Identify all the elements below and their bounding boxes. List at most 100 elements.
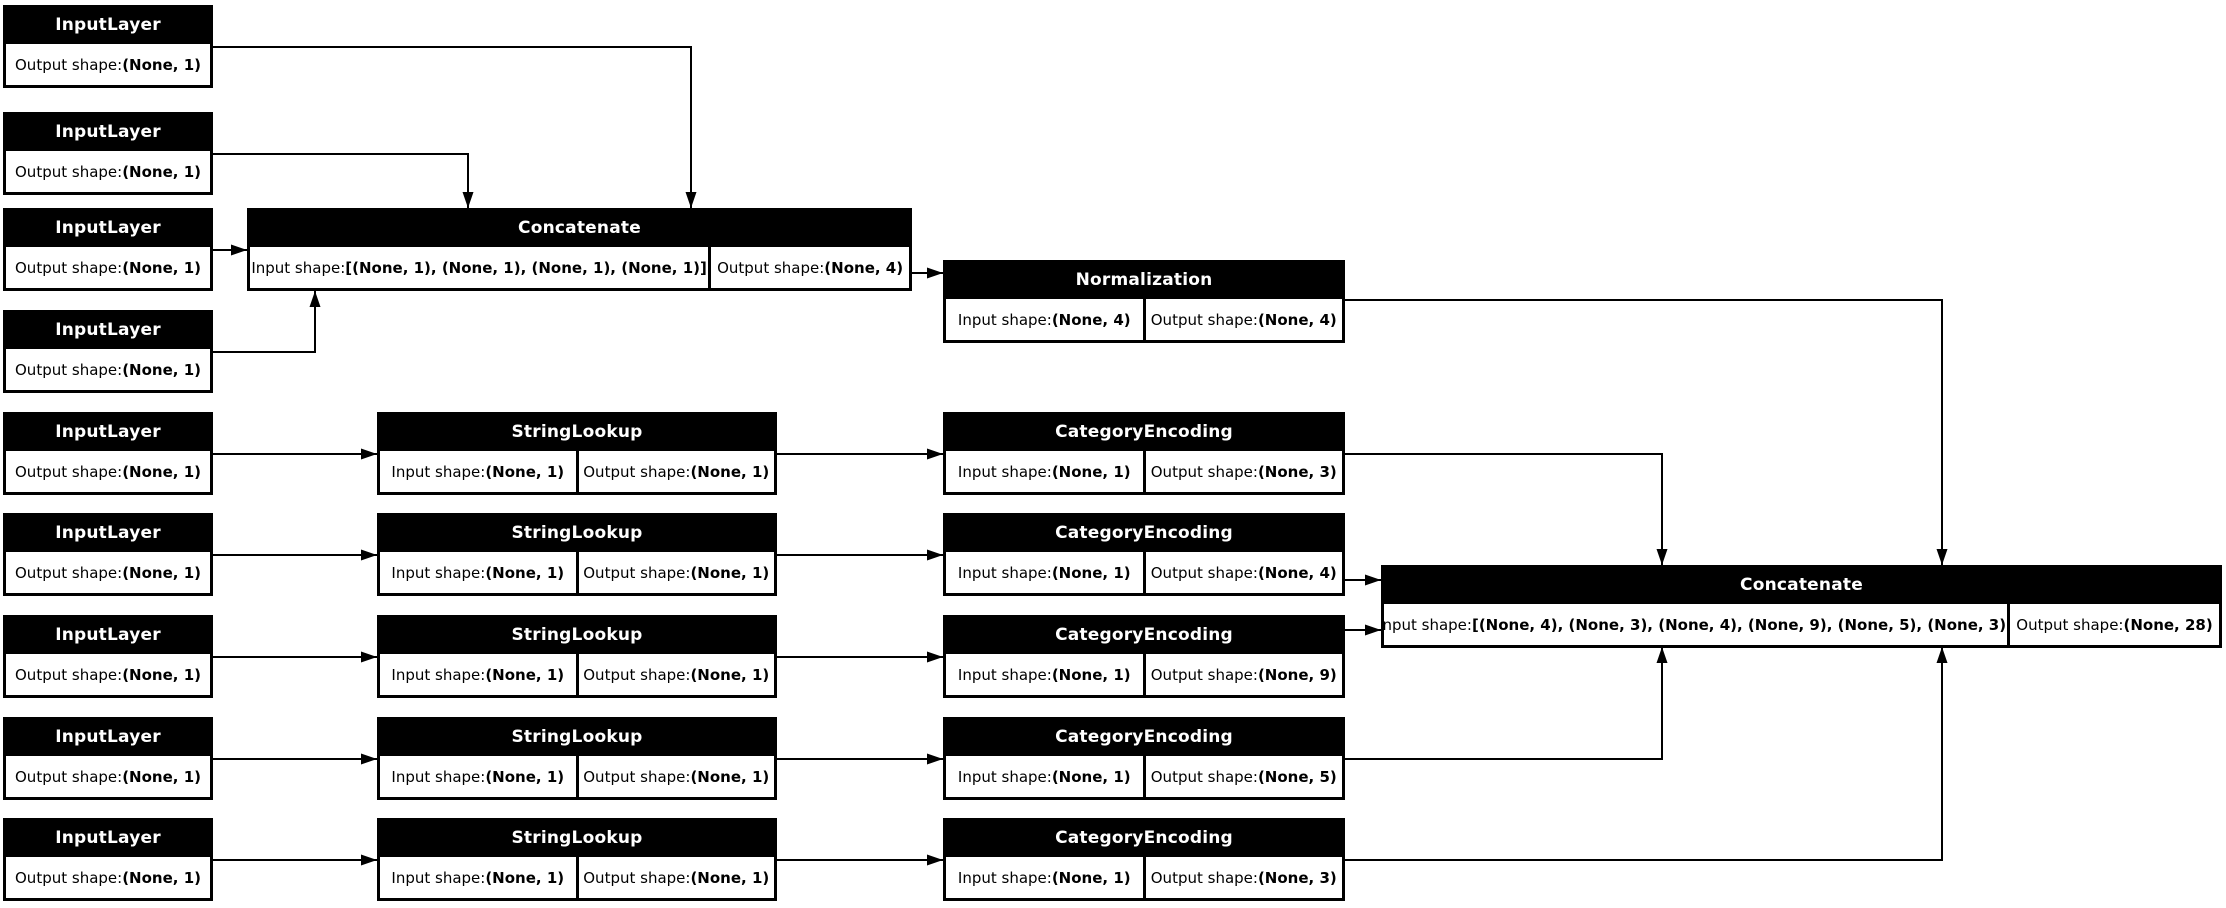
node-title: InputLayer (55, 726, 161, 747)
node-input-2: InputLayer Output shape: (None, 1) (3, 112, 213, 195)
node-encode-4: CategoryEncoding Input shape: (None, 1)O… (943, 717, 1345, 800)
cell-label: Input shape: (251, 258, 346, 277)
cell-label: Input shape: (1384, 615, 1472, 634)
shape-cell: Input shape: (None, 1) (946, 552, 1143, 593)
node-input-8: InputLayer Output shape: (None, 1) (3, 717, 213, 800)
edge-input1-concat1 (213, 46, 697, 208)
cell-value: (None, 1) (1051, 868, 1131, 887)
cell-value: (None, 1) (122, 258, 201, 277)
cell-value: (None, 1) (690, 462, 770, 481)
node-input-7: InputLayer Output shape: (None, 1) (3, 615, 213, 698)
node-title: InputLayer (55, 217, 161, 238)
shape-cell: Output shape: (None, 1) (6, 247, 210, 288)
shape-cell: Output shape: (None, 1) (6, 451, 210, 492)
cell-label: Output shape: (15, 563, 123, 582)
cell-value: (None, 1) (122, 360, 201, 379)
node-cells: Input shape: (None, 1)Output shape: (Non… (946, 552, 1342, 593)
node-input-5: InputLayer Output shape: (None, 1) (3, 412, 213, 495)
cell-value: (None, 9) (1257, 665, 1337, 684)
cell-label: Output shape: (15, 665, 123, 684)
shape-cell: Output shape: (None, 1) (6, 349, 210, 390)
shape-cell: Output shape: (None, 1) (578, 654, 774, 695)
cell-label: Output shape: (15, 55, 123, 74)
cell-label: Output shape: (583, 462, 691, 481)
node-title: InputLayer (55, 319, 161, 340)
node-title: Normalization (1075, 269, 1213, 290)
node-cells: Output shape: (None, 1) (6, 151, 210, 192)
cell-value: (None, 3) (1257, 462, 1337, 481)
cell-label: Output shape: (1150, 665, 1258, 684)
node-input-3: InputLayer Output shape: (None, 1) (3, 208, 213, 291)
cell-label: Output shape: (717, 258, 825, 277)
shape-cell: Output shape: (None, 1) (578, 552, 774, 593)
shape-cell: Output shape: (None, 1) (578, 451, 774, 492)
node-cells: Input shape: (None, 1)Output shape: (Non… (946, 451, 1342, 492)
cell-value: (None, 1) (690, 868, 770, 887)
cell-label: Output shape: (1150, 868, 1258, 887)
node-title: InputLayer (55, 121, 161, 142)
edge-norm1-concat2 (1345, 299, 1948, 565)
cell-label: Output shape: (583, 868, 691, 887)
node-encode-1: CategoryEncoding Input shape: (None, 1)O… (943, 412, 1345, 495)
cell-value: (None, 1) (690, 563, 770, 582)
shape-cell: Output shape: (None, 3) (1145, 451, 1342, 492)
edge-encode1-concat2 (1345, 453, 1668, 565)
shape-cell: Output shape: (None, 1) (6, 857, 210, 898)
cell-value: (None, 1) (1051, 563, 1131, 582)
shape-cell: Output shape: (None, 1) (6, 44, 210, 85)
cell-label: Output shape: (15, 360, 123, 379)
node-input-6: InputLayer Output shape: (None, 1) (3, 513, 213, 596)
node-cells: Input shape: [(None, 1), (None, 1), (Non… (250, 247, 909, 288)
node-cells: Output shape: (None, 1) (6, 451, 210, 492)
cell-label: Input shape: (957, 462, 1052, 481)
shape-cell: Input shape: (None, 1) (380, 552, 576, 593)
cell-label: Output shape: (2016, 615, 2124, 634)
cell-value: (None, 3) (1257, 868, 1337, 887)
cell-value: (None, 4) (1257, 310, 1337, 329)
node-title: CategoryEncoding (1055, 624, 1233, 645)
shape-cell: Input shape: (None, 1) (380, 654, 576, 695)
cell-label: Output shape: (15, 162, 123, 181)
node-input-1: InputLayer Output shape: (None, 1) (3, 5, 213, 88)
cell-value: (None, 1) (690, 665, 770, 684)
cell-value: (None, 1) (122, 563, 201, 582)
shape-cell: Output shape: (None, 1) (578, 857, 774, 898)
node-cells: Input shape: (None, 4)Output shape: (Non… (946, 299, 1342, 340)
node-encode-5: CategoryEncoding Input shape: (None, 1)O… (943, 818, 1345, 901)
node-cells: Input shape: (None, 1)Output shape: (Non… (946, 654, 1342, 695)
node-cells: Output shape: (None, 1) (6, 654, 210, 695)
cell-value: (None, 1) (485, 665, 565, 684)
node-title: StringLookup (511, 421, 643, 442)
node-cells: Output shape: (None, 1) (6, 552, 210, 593)
cell-label: Output shape: (15, 868, 123, 887)
node-title: Concatenate (1740, 574, 1863, 595)
node-cells: Output shape: (None, 1) (6, 247, 210, 288)
shape-cell: Input shape: (None, 1) (946, 451, 1143, 492)
cell-value: (None, 1) (1051, 767, 1131, 786)
node-encode-2: CategoryEncoding Input shape: (None, 1)O… (943, 513, 1345, 596)
cell-value: (None, 1) (485, 462, 565, 481)
shape-cell: Output shape: (None, 28) (2010, 604, 2219, 645)
node-cells: Input shape: [(None, 4), (None, 3), (Non… (1384, 604, 2219, 645)
cell-value: (None, 1) (485, 868, 565, 887)
shape-cell: Output shape: (None, 4) (1145, 552, 1342, 593)
node-cells: Output shape: (None, 1) (6, 756, 210, 797)
cell-value: [(None, 1), (None, 1), (None, 1), (None,… (345, 258, 707, 277)
cell-label: Output shape: (1150, 563, 1258, 582)
edge-encode5-concat2 (1345, 647, 1948, 861)
node-cells: Output shape: (None, 1) (6, 349, 210, 390)
shape-cell: Input shape: (None, 1) (380, 857, 576, 898)
node-title: InputLayer (55, 522, 161, 543)
node-lookup-5: StringLookup Input shape: (None, 1)Outpu… (377, 818, 777, 901)
node-cells: Output shape: (None, 1) (6, 44, 210, 85)
shape-cell: Output shape: (None, 4) (711, 247, 909, 288)
cell-label: Input shape: (391, 563, 486, 582)
shape-cell: Output shape: (None, 3) (1145, 857, 1342, 898)
node-cells: Input shape: (None, 1)Output shape: (Non… (946, 857, 1342, 898)
edge-encode4-concat2 (1345, 647, 1668, 760)
shape-cell: Output shape: (None, 1) (6, 151, 210, 192)
node-title: InputLayer (55, 624, 161, 645)
shape-cell: Input shape: (None, 1) (380, 756, 576, 797)
node-title: Concatenate (518, 217, 641, 238)
cell-value: (None, 1) (485, 563, 565, 582)
